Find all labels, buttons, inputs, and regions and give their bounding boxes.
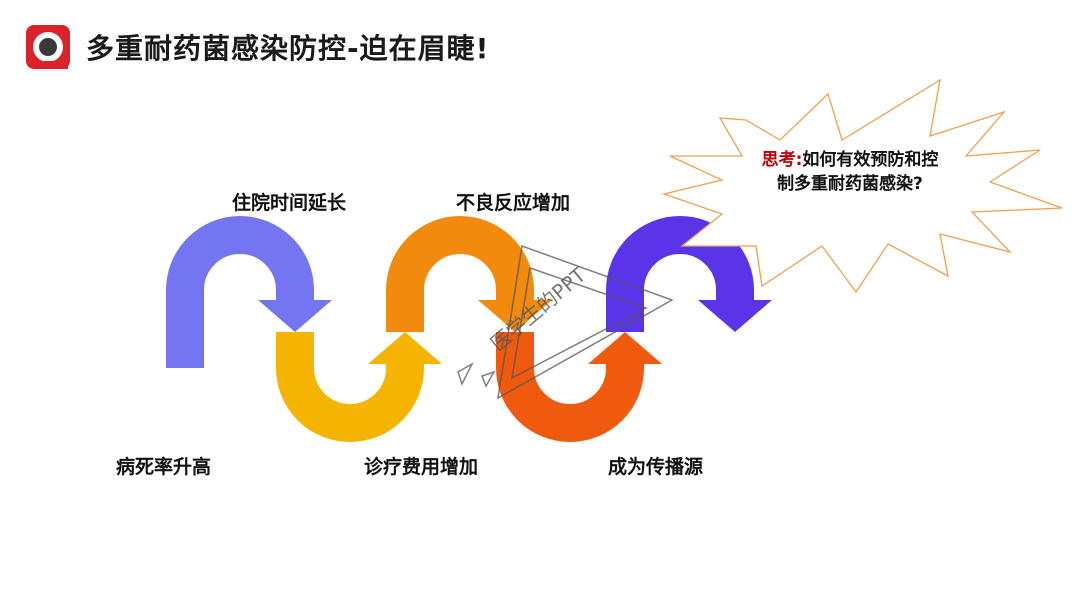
label-transmission: 成为传播源 (608, 456, 704, 478)
callout-question: 如何有效预防和控制多重耐药菌感染? (777, 150, 939, 194)
callout-text: 思考:如何有效预防和控制多重耐药菌感染? (760, 148, 940, 196)
wave-segment-1 (166, 216, 314, 368)
label-hospital-stay: 住院时间延长 (232, 192, 347, 214)
wave-arrow-down-5 (698, 300, 772, 332)
callout-keyword: 思考: (761, 150, 803, 170)
wave-arrow-down-1 (258, 300, 332, 332)
wave-arrow-up-2 (368, 332, 442, 364)
wave-segment-2 (276, 332, 424, 442)
label-costs: 诊疗费用增加 (364, 456, 479, 478)
page-title: 多重耐药菌感染防控-迫在眉睫! (86, 32, 490, 65)
label-adverse-reactions: 不良反应增加 (456, 192, 571, 214)
label-mortality: 病死率升高 (116, 456, 212, 478)
record-dot-icon (26, 25, 70, 69)
